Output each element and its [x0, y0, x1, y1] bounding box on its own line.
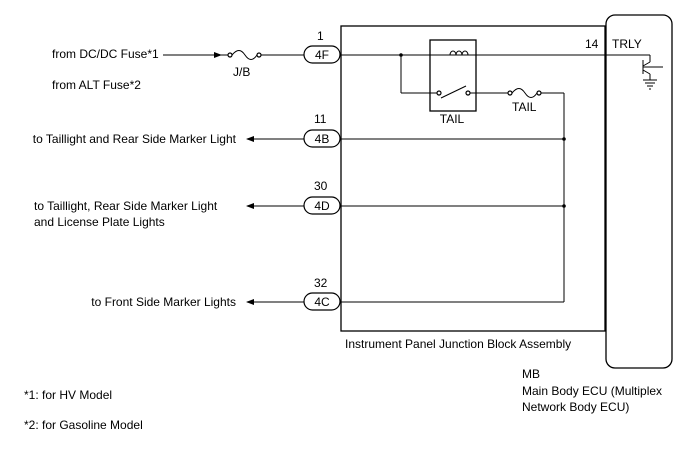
ecu-code-label: MB: [522, 367, 540, 381]
connector-4b-code: 4B: [315, 132, 330, 146]
output-taillight-license-label-1: to Taillight, Rear Side Marker Light: [34, 199, 218, 213]
pin-30-label: 30: [314, 179, 328, 193]
output-taillight-license-label-2: and License Plate Lights: [34, 215, 165, 229]
ecu-terminal-label: TRLY: [612, 37, 642, 51]
relay-switch-icon: [436, 85, 471, 99]
input-dcdc-fuse-label: from DC/DC Fuse*1: [52, 47, 159, 61]
relay-label: TAIL: [440, 112, 465, 126]
tail-relay-box: [429, 39, 477, 112]
output-taillight-rear-label: to Taillight and Rear Side Marker Light: [33, 132, 237, 146]
tail-fuse-symbol: [507, 88, 542, 98]
pin-11-label: 11: [314, 112, 327, 126]
fuse-label: TAIL: [512, 100, 537, 114]
footnote-hv: *1: for HV Model: [24, 388, 112, 402]
junction-block-label: Instrument Panel Junction Block Assembly: [345, 337, 571, 351]
output-front-marker-label: to Front Side Marker Lights: [91, 295, 236, 309]
ecu-pin-label: 14: [585, 37, 599, 51]
ecu-name-line2: Network Body ECU): [522, 400, 629, 414]
ecu-name-line1: Main Body ECU (Multiplex: [522, 384, 662, 398]
connector-4f-code: 4F: [315, 48, 329, 62]
connector-4c-code: 4C: [314, 295, 330, 309]
pin-32-label: 32: [314, 276, 328, 290]
transistor-icon: [642, 55, 663, 90]
relay-coil-icon: [448, 50, 476, 56]
junction-block-box: [340, 25, 606, 332]
input-alt-fuse-label: from ALT Fuse*2: [52, 78, 141, 92]
main-body-ecu-box: [605, 14, 673, 369]
pin-1-label: 1: [317, 29, 324, 43]
jb-fuse-symbol: [227, 50, 262, 60]
jb-label: J/B: [233, 65, 250, 79]
footnote-gasoline: *2: for Gasoline Model: [24, 418, 143, 432]
connector-4d-code: 4D: [314, 199, 330, 213]
